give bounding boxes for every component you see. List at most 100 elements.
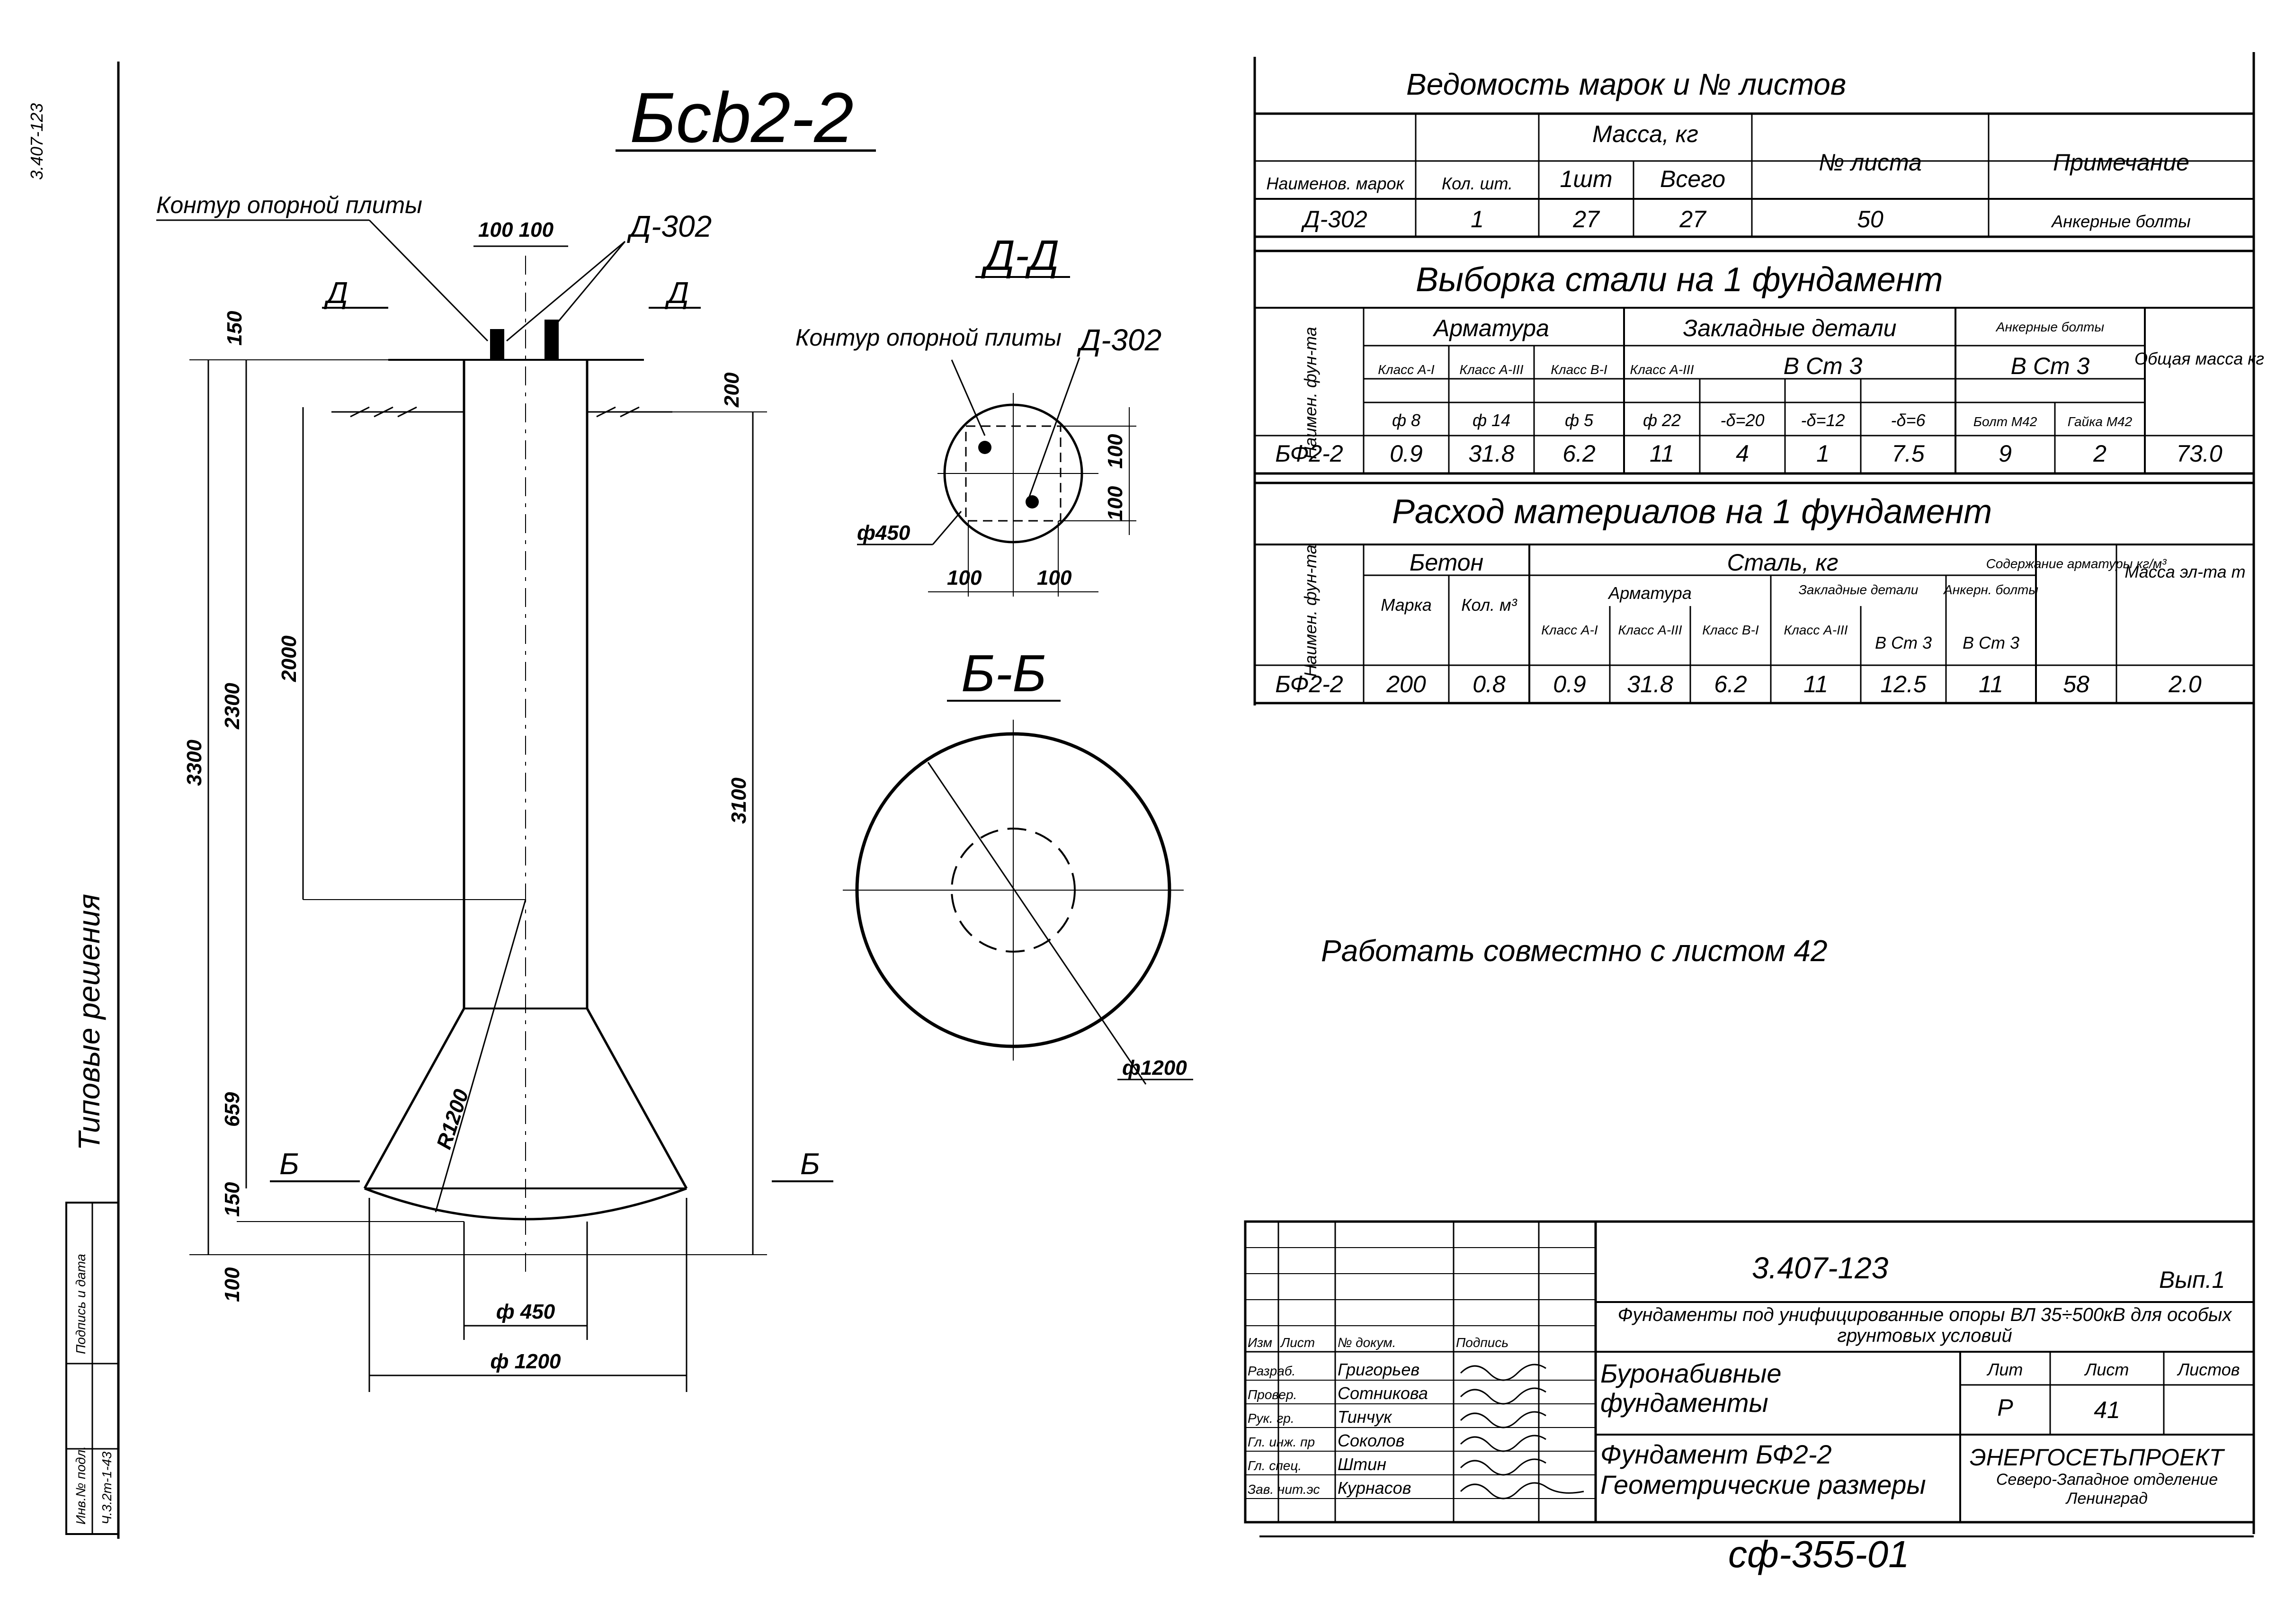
t1-c-all: 27	[1679, 206, 1707, 232]
dd-dim-2: 100	[1037, 566, 1072, 589]
t2-h-size-6: -δ=12	[1801, 410, 1845, 430]
stamp-role-4: Гл. инж. пр	[1248, 1435, 1315, 1449]
t3-h-mark: Марка	[1381, 595, 1431, 615]
t3-c-3: 0.9	[1553, 671, 1586, 697]
t2-c-4: 11	[1650, 440, 1674, 467]
dd-bolt-1	[978, 441, 991, 454]
stamp-sheet: 41	[2094, 1397, 2120, 1423]
t2-c-3: 6.2	[1562, 440, 1596, 467]
section-bb-title: Б-Б	[961, 644, 1046, 703]
t3-h-vol: Кол. м³	[1461, 595, 1517, 615]
section-b-left: Б	[279, 1147, 299, 1181]
t2-c-10: 73.0	[2176, 440, 2223, 467]
t2-h-total: Общая масса кг	[2134, 349, 2264, 368]
t2-h-steel-anch: В Ст 3	[2011, 353, 2090, 379]
table-steel	[1255, 250, 2254, 475]
dd-dim-1: 100	[947, 566, 982, 589]
t2-c-1: 0.9	[1390, 440, 1423, 467]
dim-shaft-full: 2300	[221, 683, 244, 730]
title-block	[1244, 1220, 2255, 1524]
dim-embed: 150	[223, 311, 246, 346]
bolt-1	[490, 329, 504, 360]
stamp-col-4: Подпись	[1456, 1335, 1509, 1350]
dim-base: 150	[221, 1182, 244, 1217]
table2-title: Выборка стали на 1 фундамент	[1416, 261, 1943, 299]
stamp-sheet-title-box: Фундамент БФ2-2 Геометрические размеры	[1600, 1439, 1926, 1499]
t3-h-mass: Масса эл-та т	[2124, 562, 2245, 581]
t2-h-size-8: Болт М42	[1973, 414, 2037, 429]
stamp-project: Фундаменты под унифицированные опоры ВЛ …	[1617, 1304, 2232, 1346]
t3-h-cls-4: Класс А-III	[1784, 623, 1848, 637]
signature-5	[1460, 1458, 1546, 1476]
bolt-2	[544, 320, 559, 360]
signature-1	[1460, 1364, 1546, 1381]
signature-2	[1460, 1387, 1546, 1405]
stamp-role-3: Рук. гр.	[1248, 1411, 1294, 1426]
cone-left	[363, 1008, 465, 1189]
stamp-role-5: Гл. спец.	[1248, 1458, 1302, 1473]
t3-c-10: 2.0	[2168, 671, 2202, 697]
t2-c-6: 1	[1816, 440, 1830, 467]
t3-c-6: 11	[1803, 671, 1828, 697]
section-dd-bolt: Д-302	[1077, 323, 1161, 357]
dim-radius: R1200	[432, 1086, 473, 1152]
t1-c-name: Д-302	[1301, 206, 1367, 232]
dim-shaft-inner: 2000	[277, 635, 301, 682]
stamp-col-1: Изм	[1248, 1335, 1272, 1350]
margin-code: 3.407-123	[27, 103, 46, 180]
dd-bolt-2	[1026, 495, 1039, 509]
t3-c-7: 12.5	[1880, 671, 1927, 697]
t3-h-name: Наимен. фун-та	[1301, 544, 1320, 677]
t3-c-2: 0.8	[1473, 671, 1506, 697]
t3-h-arm: Арматура	[1607, 583, 1692, 603]
t3-c-1: 200	[1386, 671, 1426, 697]
t1-h-qty: Кол. шт.	[1442, 174, 1513, 193]
t2-h-size-3: ф 5	[1565, 410, 1594, 430]
margin-series: Типовые решения	[72, 894, 106, 1151]
t1-h-mass: Масса, кг	[1592, 121, 1698, 147]
stamp-role-2: Провер.	[1248, 1387, 1297, 1402]
t3-h-cls-6: В Ст 3	[1963, 633, 2019, 652]
stamp-lit-label: Лит	[1987, 1360, 2023, 1379]
footer-code: сф-355-01	[1728, 1533, 1910, 1575]
dd-dia: ф450	[857, 521, 910, 544]
t1-c-1pc: 27	[1572, 206, 1600, 232]
stamp-name-6: Курнасов	[1338, 1478, 1411, 1498]
stamp-col-3: № докум.	[1338, 1335, 1396, 1350]
t2-h-name: Наимен. фун-та	[1301, 327, 1320, 459]
t2-h-size-7: -δ=6	[1891, 410, 1926, 430]
t2-c-2: 31.8	[1468, 440, 1515, 467]
t1-h-all: Всего	[1660, 166, 1725, 192]
stamp-org: ЭНЕРГОСЕТЬПРОЕКТ	[1970, 1444, 2225, 1471]
t2-h-cls-1: Класс А-I	[1378, 362, 1435, 377]
t3-h-cls-3: Класс В-I	[1702, 623, 1759, 637]
signature-3	[1460, 1411, 1546, 1428]
t2-c-5: 4	[1736, 440, 1749, 467]
signature-4	[1460, 1435, 1546, 1452]
stamp-code: 3.407-123	[1752, 1251, 1889, 1285]
table3-title: Расход материалов на 1 фундамент	[1392, 493, 1992, 531]
stamp-role-6: Зав. нит.эс	[1248, 1482, 1320, 1497]
t2-h-arm: Арматура	[1432, 315, 1549, 341]
t1-c-note: Анкерные болты	[2051, 212, 2190, 231]
dim-total: 3300	[183, 740, 206, 786]
t2-h-anch: Анкерные болты	[1995, 320, 2105, 334]
dd-dim-4: 100	[1104, 486, 1127, 521]
section-dd-title: Д-Д	[981, 232, 1059, 279]
t2-c-7: 7.5	[1892, 440, 1925, 467]
plate-contour-label: Контур опорной плиты	[156, 192, 422, 218]
t1-h-sheet: № листа	[1819, 149, 1922, 176]
dim-shaft-dia: ф 450	[496, 1300, 555, 1323]
t3-h-content: Содержание арматуры кг/м³	[1986, 556, 2167, 571]
stamp-section: Буронабивные фундаменты	[1600, 1359, 1782, 1418]
stamp-project-box: Фундаменты под унифицированные опоры ВЛ …	[1617, 1304, 2232, 1346]
dim-base-dia: ф 1200	[490, 1350, 561, 1373]
base-arc	[364, 1187, 687, 1221]
t3-h-concrete: Бетон	[1410, 549, 1483, 576]
margin-inv-label: Инв.№ подл.	[73, 1446, 88, 1525]
t1-c-sheet: 50	[1857, 206, 1883, 232]
dd-dim-3: 100	[1104, 434, 1127, 469]
t1-h-note: Примечание	[2053, 149, 2189, 176]
bb-dia: ф1200	[1122, 1056, 1187, 1080]
signature-6	[1460, 1482, 1584, 1499]
